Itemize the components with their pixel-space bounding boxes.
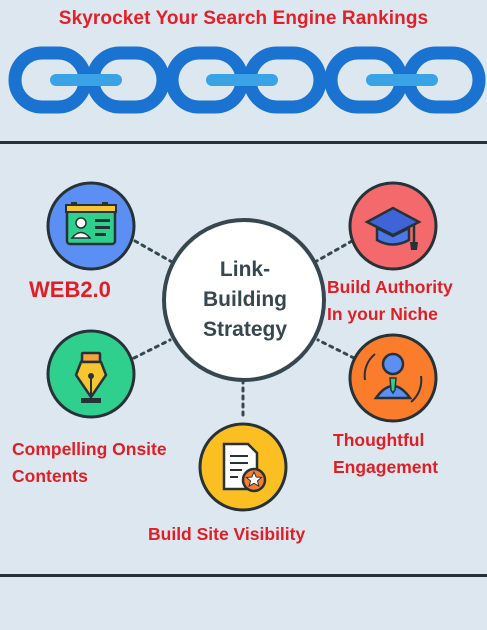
connector-authority xyxy=(313,239,354,264)
chain-links-graphic xyxy=(8,46,486,114)
node-compelling-line-1: Compelling Onsite xyxy=(12,439,167,459)
graduation-cap-icon xyxy=(364,206,422,250)
node-authority-line-2: In your Niche xyxy=(327,304,438,324)
node-compelling-line-2: Contents xyxy=(12,466,88,486)
center-line-1: Link- xyxy=(219,258,271,281)
connector-web20 xyxy=(133,239,174,264)
connector-compelling xyxy=(132,338,172,360)
node-visibility-label: Build Site Visibility xyxy=(148,524,306,544)
person-idea-icon xyxy=(363,352,423,403)
bottom-divider xyxy=(0,574,487,577)
center-hub-label: Link- Building Strategy xyxy=(160,255,330,345)
center-line-2: Building xyxy=(203,288,287,311)
document-star-icon xyxy=(222,442,267,493)
page-headline: Skyrocket Your Search Engine Rankings xyxy=(58,8,429,29)
node-authority-label: Build Authority In your Niche xyxy=(327,274,453,328)
top-divider xyxy=(0,141,487,144)
chain-link-bar xyxy=(50,74,122,86)
center-line-3: Strategy xyxy=(202,318,288,341)
node-engagement-line-1: Thoughtful xyxy=(333,430,425,450)
node-compelling-label: Compelling Onsite Contents xyxy=(12,436,167,490)
pen-nib-icon xyxy=(74,351,108,403)
connector-engagement xyxy=(316,338,356,360)
chain-link-bar xyxy=(206,74,278,86)
center-hub-circle xyxy=(162,218,326,382)
chain-link-bar xyxy=(366,74,438,86)
node-engagement-label: Thoughtful Engagement xyxy=(333,427,438,481)
node-authority-line-1: Build Authority xyxy=(327,277,453,297)
id-card-icon xyxy=(65,202,117,246)
node-engagement-line-2: Engagement xyxy=(333,457,439,477)
node-web20-label: WEB2.0 xyxy=(29,277,111,302)
